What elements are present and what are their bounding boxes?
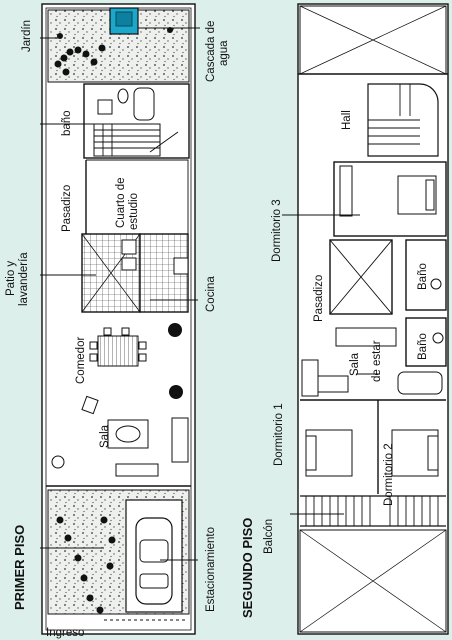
label-comedor: Comedor — [75, 337, 87, 384]
label-cuarto-1: Cuarto de — [115, 177, 127, 228]
bed-2 — [391, 429, 439, 477]
car-icon — [135, 517, 173, 605]
bedroom-3-room — [333, 161, 447, 237]
bed-1 — [305, 429, 353, 477]
label-segundo-piso: SEGUNDO PISO — [240, 518, 255, 618]
staircase-first-floor — [93, 123, 179, 157]
second-floor-plan — [297, 3, 449, 635]
label-dormitorio-1: Dormitorio 1 — [273, 403, 285, 466]
label-sala-estar-1: Sala — [349, 352, 361, 376]
label-cuarto-2: estudio — [128, 193, 140, 230]
label-pasadizo-2: Pasadizo — [313, 275, 325, 322]
hall-staircase — [367, 83, 439, 157]
label-hall: Hall — [341, 110, 353, 130]
living-furniture — [51, 385, 189, 477]
label-cocina: Cocina — [205, 276, 217, 312]
label-sala-estar-2: de estar — [371, 340, 383, 382]
label-dormitorio-2: Dormitorio 2 — [383, 443, 395, 506]
label-balcon: Balcón — [263, 519, 275, 554]
label-primer-piso: PRIMER PISO — [12, 525, 27, 610]
label-cascada-1: Cascada de — [205, 21, 217, 82]
label-patio-2: lavandería — [18, 252, 30, 306]
label-sala-1: Sala — [99, 424, 111, 448]
balcony-rail — [300, 495, 446, 527]
first-floor-plan — [41, 3, 196, 635]
label-cascada-2: agua — [218, 40, 230, 66]
label-bano-lower: Baño — [417, 333, 429, 360]
label-estacionamiento: Estacionamiento — [205, 527, 217, 612]
label-jardin: Jardín — [21, 20, 33, 52]
label-bano: baño — [61, 110, 73, 136]
leader-lines — [40, 27, 380, 561]
label-ingreso: Ingreso — [46, 627, 84, 639]
bathtub — [397, 371, 443, 395]
garden-plants — [54, 27, 173, 76]
dining-plant — [168, 323, 182, 337]
label-dormitorio-3: Dormitorio 3 — [271, 199, 283, 262]
label-patio-1: Patio y — [5, 261, 17, 296]
label-bano-upper: Baño — [417, 263, 429, 290]
bath-upper — [405, 239, 447, 311]
label-pasadizo-1: Pasadizo — [61, 185, 73, 232]
dining-table — [97, 335, 139, 367]
